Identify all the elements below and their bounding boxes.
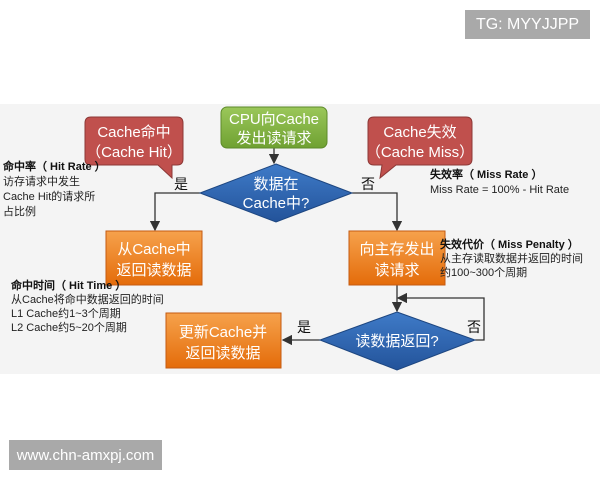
svg-text:命中时间（ Hit Time ）: 命中时间（ Hit Time ） <box>10 278 126 292</box>
svg-text:占比例: 占比例 <box>3 204 36 218</box>
annotation-hit-rate: 命中率（ Hit Rate ） 访存请求中发生 Cache Hit的请求所 占比… <box>2 159 106 218</box>
svg-text:更新Cache并: 更新Cache并 <box>179 324 267 341</box>
watermark-bottom: www.chn-amxpj.com <box>9 440 162 470</box>
decision-data-returned: 读数据返回? <box>318 311 477 371</box>
svg-text:返回读数据: 返回读数据 <box>185 345 260 362</box>
annotation-miss-rate: 失效率（ Miss Rate ） Miss Rate = 100% - Hit … <box>430 167 569 196</box>
edge-label-yes: 是 <box>174 176 188 192</box>
svg-text:Cache命中: Cache命中 <box>97 123 170 141</box>
svg-text:Cache中?: Cache中? <box>243 195 310 212</box>
update-cache-node: 更新Cache并 返回读数据 <box>165 312 282 369</box>
svg-text:发出读请求: 发出读请求 <box>236 130 311 147</box>
svg-text:从Cache将命中数据返回的时间: 从Cache将命中数据返回的时间 <box>11 292 164 306</box>
cache-hit-callout: Cache命中 （Cache Hit） <box>84 116 184 180</box>
svg-text:L1 Cache约1~3个周期: L1 Cache约1~3个周期 <box>11 307 121 320</box>
svg-text:失效代价（ Miss Penalty ）: 失效代价（ Miss Penalty ） <box>440 237 579 251</box>
return-from-cache-node: 从Cache中 返回读数据 <box>105 230 203 286</box>
svg-text:向主存发出: 向主存发出 <box>359 241 434 258</box>
svg-text:（Cache Hit）: （Cache Hit） <box>86 144 182 161</box>
svg-text:（Cache Miss）: （Cache Miss） <box>366 144 474 161</box>
svg-text:约100~300个周期: 约100~300个周期 <box>440 266 527 279</box>
svg-text:从Cache中: 从Cache中 <box>117 241 190 258</box>
svg-text:CPU向Cache: CPU向Cache <box>229 111 319 128</box>
svg-text:失效率（ Miss Rate ）: 失效率（ Miss Rate ） <box>430 167 542 181</box>
annotation-miss-penalty: 失效代价（ Miss Penalty ） 从主存读取数据并返回的时间 约100~… <box>440 237 583 279</box>
svg-text:从主存读取数据并返回的时间: 从主存读取数据并返回的时间 <box>440 251 583 265</box>
svg-text:L2 Cache约5~20个周期: L2 Cache约5~20个周期 <box>11 321 127 334</box>
svg-text:读数据返回?: 读数据返回? <box>355 333 438 350</box>
svg-text:Miss Rate = 100% - Hit Rate: Miss Rate = 100% - Hit Rate <box>430 184 569 196</box>
svg-text:读请求: 读请求 <box>374 262 419 279</box>
edge-label-yes-2: 是 <box>297 319 311 335</box>
read-main-memory-node: 向主存发出 读请求 <box>348 230 446 286</box>
svg-text:Cache失效: Cache失效 <box>383 124 456 141</box>
cache-miss-callout: Cache失效 （Cache Miss） <box>366 116 474 180</box>
edge-label-no: 否 <box>361 176 375 192</box>
svg-text:访存请求中发生: 访存请求中发生 <box>3 174 80 188</box>
svg-text:命中率（ Hit Rate ）: 命中率（ Hit Rate ） <box>2 159 106 173</box>
connectors <box>149 148 485 346</box>
svg-text:数据在: 数据在 <box>253 176 298 193</box>
svg-text:返回读数据: 返回读数据 <box>116 262 191 279</box>
watermark-top: TG: MYYJJPP <box>465 10 590 39</box>
edge-label-no-2: 否 <box>467 319 481 335</box>
svg-text:Cache Hit的请求所: Cache Hit的请求所 <box>3 189 95 203</box>
decision-data-in-cache: 数据在 Cache中? <box>198 163 354 223</box>
annotation-hit-time: 命中时间（ Hit Time ） 从Cache将命中数据返回的时间 L1 Cac… <box>10 278 164 334</box>
start-node: CPU向Cache 发出读请求 <box>220 106 328 149</box>
